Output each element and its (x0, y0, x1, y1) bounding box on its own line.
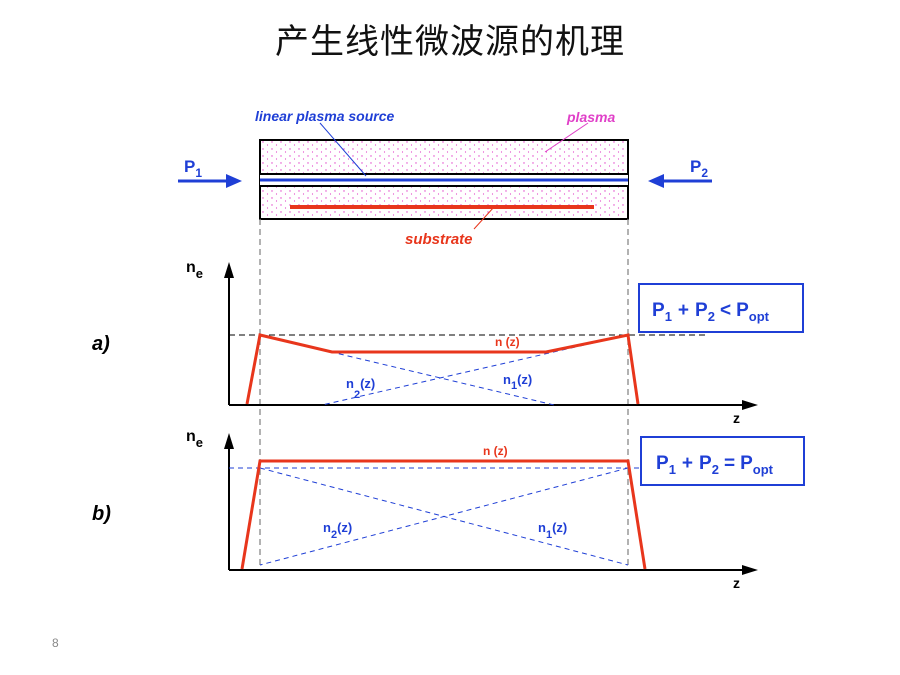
curve-n1-b (259, 467, 629, 566)
y-axis-arrow-a (224, 262, 234, 278)
power-left-label: P1 (184, 157, 202, 180)
condition-box-a (638, 283, 804, 333)
graph-b: b) ne z n (z) n2(z) n1(z) P1+P2=Popt (92, 428, 805, 591)
condition-box-b (640, 436, 805, 486)
source-diagram: linear plasma source plasma substrate P1… (178, 108, 712, 248)
curve-n1-label-b: n1(z) (538, 520, 567, 541)
substrate-label: substrate (405, 231, 473, 248)
substrate-leader-line (473, 206, 495, 230)
x-axis-label-a: z (733, 410, 740, 426)
curve-n2-label-b: n2(z) (323, 520, 352, 541)
x-axis-arrow-b (742, 565, 758, 575)
linear-plasma-source-label: linear plasma source (255, 108, 395, 124)
graph-a: a) ne z n (z) n2(z) n1(z) P1+P2<Popt (92, 259, 804, 426)
panel-label-b: b) (92, 503, 111, 525)
power-left-arrow (178, 174, 242, 188)
curve-n1-a (321, 334, 629, 406)
panel-label-a: a) (92, 333, 110, 355)
curve-total-a (245, 333, 640, 405)
y-axis-label-a: ne (186, 259, 203, 281)
page-number: 8 (52, 636, 59, 650)
plasma-label: plasma (566, 109, 615, 125)
slide-title: 产生线性微波源的机理 (275, 22, 625, 62)
power-right-arrow (648, 174, 712, 188)
curve-n1-label-a: n1(z) (503, 372, 532, 392)
y-axis-arrow-b (224, 433, 234, 449)
curve-total-b (240, 459, 647, 570)
curve-total-label-a: n (z) (495, 335, 520, 349)
plasma-leader-line (544, 122, 589, 153)
power-right-label: P2 (690, 157, 708, 180)
curve-total-label-b: n (z) (483, 444, 508, 458)
curve-n2-label-a: n2(z) (346, 376, 375, 401)
source-leader-line (319, 122, 367, 177)
condition-text-a: P1+P2<Popt (652, 300, 770, 324)
y-axis-label-b: ne (186, 428, 203, 450)
condition-text-b: P1+P2=Popt (656, 453, 774, 477)
x-axis-label-b: z (733, 575, 740, 591)
x-axis-arrow-a (742, 400, 758, 410)
